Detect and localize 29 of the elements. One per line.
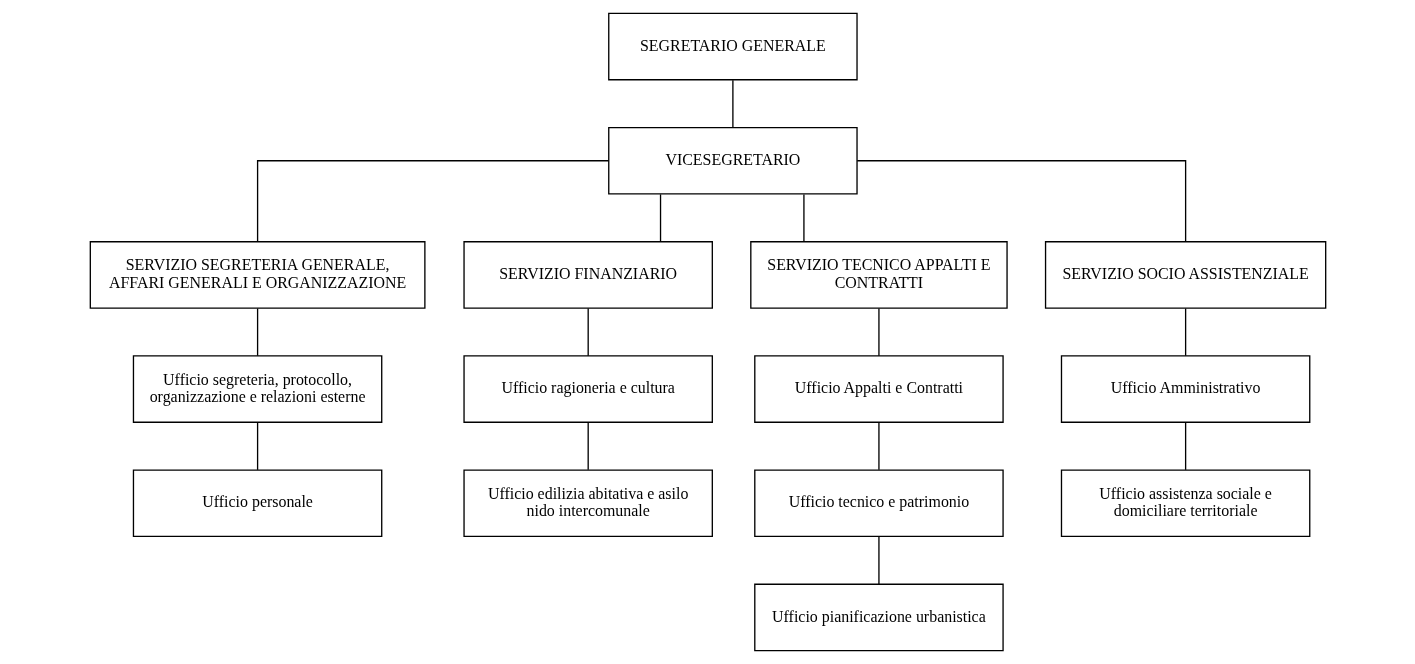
connector [877,307,880,357]
connector [1184,307,1186,357]
node-box: SERVIZIO SEGRETERIA GENERALE, AFFARI GENERALI E ORGANIZZAZIONE [89,241,426,309]
connector [256,160,609,242]
node-box: Ufficio personale [132,469,382,538]
connector [877,536,880,585]
node-box: VICESEGRETARIO [607,126,858,195]
connector [256,307,258,357]
node-box: Ufficio Amministrativo [1060,355,1310,423]
connector [856,160,1186,242]
connector [587,422,589,471]
connector [877,422,880,471]
node-box: Ufficio ragioneria e cultura [462,355,713,423]
node-box: Ufficio assistenza sociale e domiciliare territoriale [1060,469,1310,538]
connector [802,193,805,243]
node-box: SERVIZIO FINANZIARIO [462,241,713,309]
node-box: SEGRETARIO GENERALE [607,12,858,81]
node-box: Ufficio Appalti e Contratti [753,355,1004,423]
node-box: Ufficio segreteria, protocollo, organizzazione e relazioni esterne [132,355,382,423]
node-box: SERVIZIO SOCIO ASSISTENZIALE [1044,241,1326,309]
connector [659,193,661,243]
node-box: Ufficio pianificazione urbanistica [753,583,1004,652]
connector [256,422,258,471]
node-box: Ufficio edilizia abitativa e asilo nido intercomunale [462,469,713,538]
connector [1184,422,1186,471]
node-box: Ufficio tecnico e patrimonio [753,469,1004,538]
node-box: SERVIZIO TECNICO APPALTI E CONTRATTI [749,241,1008,309]
connector [731,79,734,128]
connector [587,307,589,357]
